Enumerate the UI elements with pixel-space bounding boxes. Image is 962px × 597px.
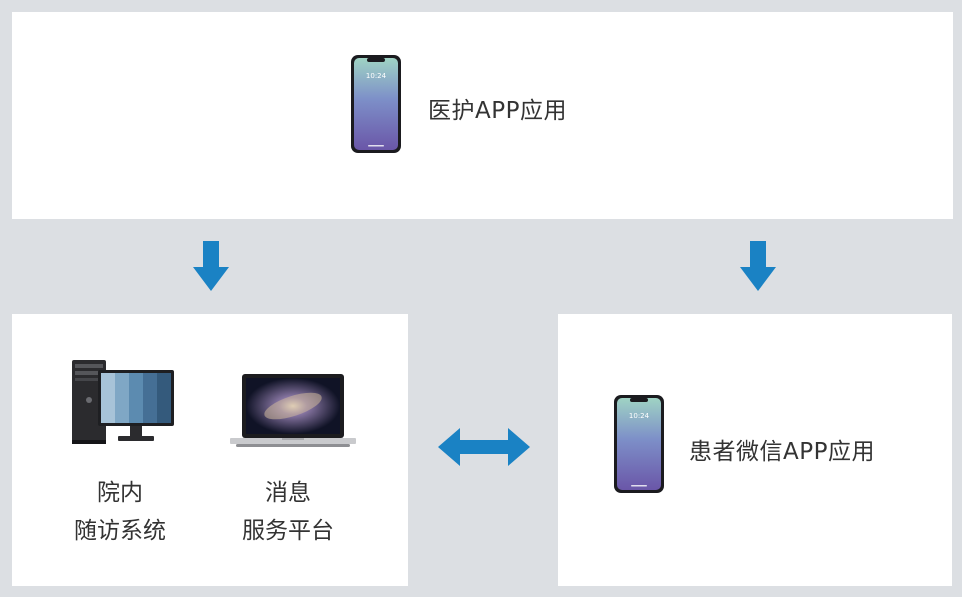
patient-app-label: 患者微信APP应用: [689, 439, 875, 465]
laptop-icon: [230, 374, 356, 447]
smartphone-icon: 10:24: [614, 395, 664, 493]
double-arrow-icon: [438, 428, 530, 466]
smartphone-icon: 10:24: [351, 55, 401, 153]
message-platform-line1: 消息: [265, 480, 311, 506]
down-arrow-icon: [740, 241, 776, 291]
phone-time: 10:24: [366, 72, 387, 80]
followup-system-line2: 随访系统: [74, 518, 166, 544]
message-platform-label: 消息 服务平台: [238, 474, 338, 550]
patient-app-panel: 10:24 患者微信APP应用: [558, 314, 952, 586]
phone-time: 10:24: [629, 412, 650, 420]
down-arrow-icon: [193, 241, 229, 291]
top-panel: 10:24 医护APP应用: [12, 12, 953, 219]
message-platform-line2: 服务平台: [242, 518, 334, 544]
hospital-systems-panel: 院内 随访系统 消息 服务平台: [12, 314, 408, 586]
medical-app-label: 医护APP应用: [428, 98, 567, 124]
desktop-computer-icon: [72, 360, 174, 444]
followup-system-line1: 院内: [97, 480, 143, 506]
followup-system-label: 院内 随访系统: [70, 474, 170, 550]
